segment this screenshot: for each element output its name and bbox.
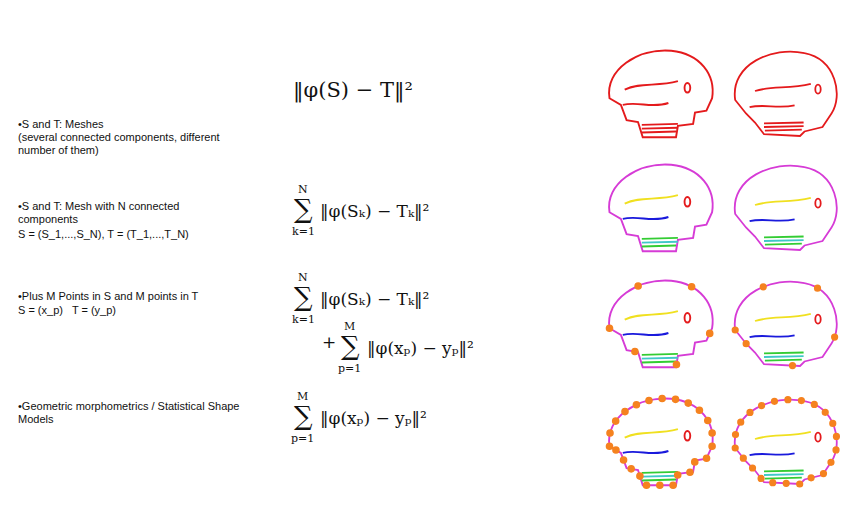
formula: ‖φ(xₚ) − yₚ‖² — [320, 408, 427, 428]
sum-limit: p=1 — [291, 432, 314, 445]
formula: ‖φ(xₚ) − yₚ‖² — [367, 338, 474, 358]
bullet-text: •Plus M Points in S and M points in T — [18, 290, 198, 303]
bullet-text: S = (x_p) T = (y_p) — [18, 304, 116, 317]
sum-sign: ∑ — [294, 282, 313, 313]
bullet-text: S = (S_1,...,S_N), T = (T_1,...,T_N) — [18, 228, 189, 241]
sum-sign: ∑ — [294, 194, 313, 225]
bullet-text: •S and T: Meshes — [18, 118, 104, 131]
formula: ‖φ(Sₖ) − Tₖ‖² — [320, 289, 429, 309]
bullet-text: •S and T: Mesh with N connected componen… — [18, 200, 208, 226]
sum-limit: k=1 — [292, 313, 315, 326]
formula: ‖φ(S) − T‖² — [293, 78, 413, 103]
sum-sign: ∑ — [294, 401, 313, 432]
sum-sign: ∑ — [341, 331, 360, 362]
formula: ‖φ(Sₖ) − Tₖ‖² — [320, 201, 429, 221]
bullet-text: •Geometric morphometrics / Statistical S… — [18, 400, 243, 426]
sum-limit: k=1 — [292, 225, 315, 238]
sum-limit: p=1 — [338, 362, 361, 375]
bullet-text: (several connected components, different… — [18, 131, 258, 157]
formula: + — [322, 332, 336, 352]
